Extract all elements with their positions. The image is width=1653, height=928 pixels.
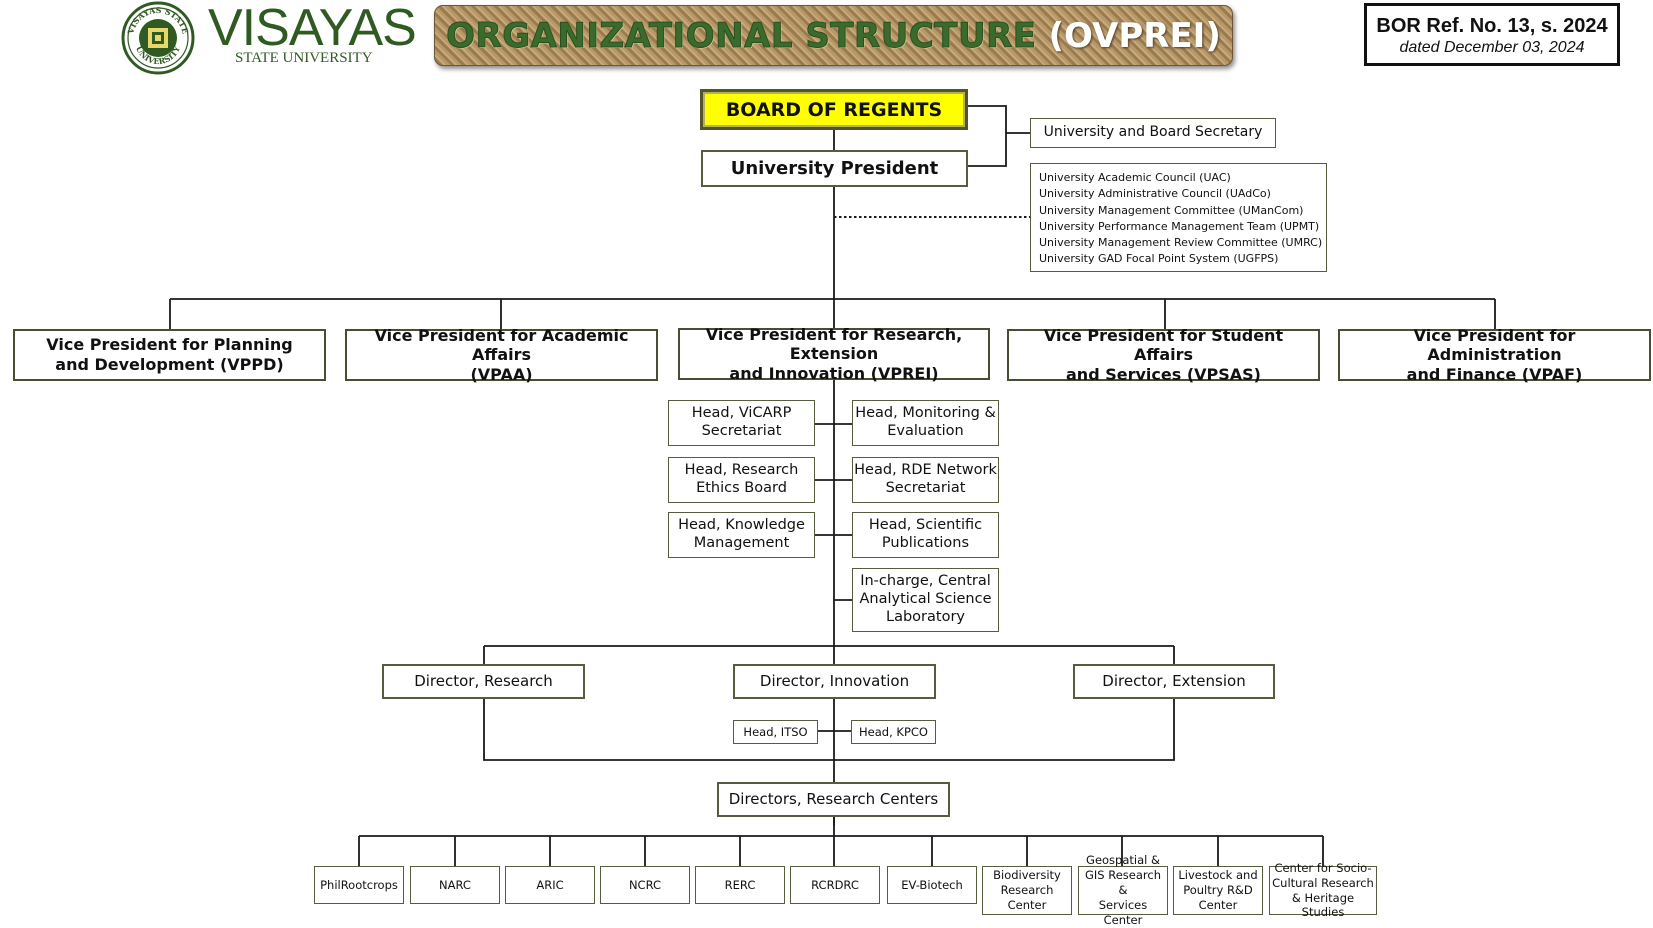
bor-reference: BOR Ref. No. 13, s. 2024 [1376, 15, 1608, 37]
board-of-regents-box: BOARD OF REGENTS [700, 89, 968, 130]
university-wordmark: VISAYAS STATE UNIVERSITY [208, 0, 417, 67]
director-extension-box: Director, Extension [1073, 664, 1275, 699]
center-geospatial: Geospatial & GIS Research & Services Cen… [1078, 853, 1168, 927]
center-socio-cultural: Center for Socio- Cultural Research & He… [1269, 861, 1377, 919]
head-ethics-box: Head, Research Ethics Board [668, 457, 815, 503]
council-item: University GAD Focal Point System (UGFPS… [1039, 252, 1279, 266]
center-rerc: RERC [695, 866, 785, 904]
center-livestock: Livestock and Poultry R&D Center [1173, 866, 1263, 915]
director-research-box: Director, Research [382, 664, 585, 699]
university-name: VISAYAS [208, 0, 417, 57]
center-ncrc: NCRC [600, 866, 690, 904]
bor-date: dated December 03, 2024 [1399, 39, 1585, 56]
head-knowledge-box: Head, Knowledge Management [668, 512, 815, 558]
center-biodiversity: Biodiversity Research Center [982, 866, 1072, 915]
head-monitoring-box: Head, Monitoring & Evaluation [852, 400, 999, 446]
incharge-laboratory-box: In-charge, Central Analytical Science La… [852, 568, 999, 632]
chart-title-office: (OVPREI) [1048, 15, 1221, 56]
head-kpco-box: Head, KPCO [851, 720, 936, 744]
center-narc: NARC [410, 866, 500, 904]
council-item: University Academic Council (UAC) [1039, 171, 1231, 184]
center-ev-biotech: EV-Biotech [887, 866, 977, 904]
vp-planning-box: Vice President for Planning and Developm… [13, 329, 326, 381]
vp-academic-box: Vice President for Academic Affairs (VPA… [345, 326, 658, 384]
council-item: University Administrative Council (UAdCo… [1039, 187, 1271, 201]
center-aric: ARIC [505, 866, 595, 904]
connector-secretary-bracket [968, 105, 1007, 167]
directors-research-centers-box: Directors, Research Centers [717, 782, 950, 817]
university-president-box: University President [701, 150, 968, 187]
vp-student-affairs-box: Vice President for Student Affairs and S… [1007, 326, 1320, 384]
university-board-secretary-box: University and Board Secretary [1030, 118, 1276, 148]
university-subname: STATE UNIVERSITY [235, 50, 373, 66]
council-item: University Performance Management Team (… [1039, 219, 1320, 233]
chart-title: ORGANIZATIONAL STRUCTURE [446, 15, 1037, 56]
center-philrootcrops: PhilRootcrops [314, 866, 404, 904]
head-publications-box: Head, Scientific Publications [852, 512, 999, 558]
council-item: University Management Review Committee (… [1039, 236, 1323, 250]
head-itso-box: Head, ITSO [733, 720, 818, 744]
vp-administration-box: Vice President for Administration and Fi… [1338, 326, 1651, 384]
head-rde-network-box: Head, RDE Network Secretariat [852, 457, 999, 503]
council-item: University Management Committee (UManCom… [1039, 203, 1304, 217]
director-innovation-box: Director, Innovation [733, 664, 936, 699]
university-seal-logo: VISAYAS STATE UNIVERSITY [121, 1, 195, 75]
center-rcrdrc: RCRDRC [790, 866, 880, 904]
councils-box: University Academic Council (UAC) Univer… [1030, 163, 1327, 272]
vp-research-box: Vice President for Research, Extension a… [678, 325, 990, 383]
bor-reference-box: BOR Ref. No. 13, s. 2024 dated December … [1364, 3, 1620, 66]
chart-title-banner: ORGANIZATIONAL STRUCTURE (OVPREI) [434, 5, 1233, 66]
head-vicarp-box: Head, ViCARP Secretariat [668, 400, 815, 446]
